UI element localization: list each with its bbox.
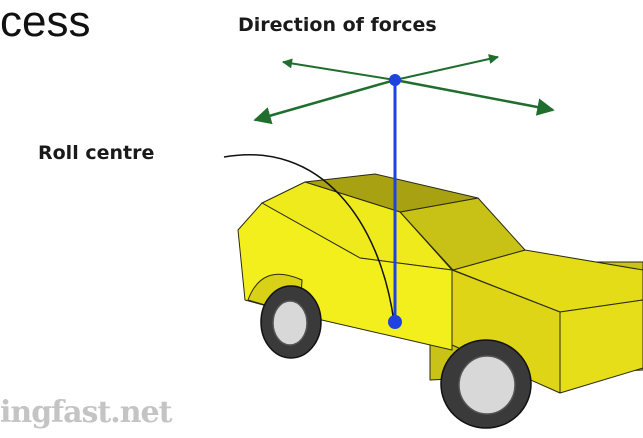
force-arrows: [253, 54, 555, 125]
car-front-bumper: [559, 299, 643, 394]
rear-wheel: [260, 285, 322, 359]
roll-centre-point: [388, 315, 402, 329]
top-force-point: [389, 74, 401, 86]
car-body-side: [237, 202, 453, 351]
roll-centre-label: Roll centre: [38, 142, 155, 164]
roll-centre-leader-line: [223, 154, 395, 323]
force-arrow-back-right: [394, 54, 499, 81]
direction-of-forces-label: Direction of forces: [238, 14, 437, 36]
car: [237, 173, 643, 394]
force-arrow-back-left: [282, 58, 396, 81]
force-arrow-front-right: [394, 78, 555, 116]
front-wheel: [440, 339, 532, 429]
force-arrow-front-left: [253, 78, 396, 125]
watermark-logo: ingfast.net: [0, 395, 172, 430]
heading-fragment: cess: [0, 0, 91, 46]
